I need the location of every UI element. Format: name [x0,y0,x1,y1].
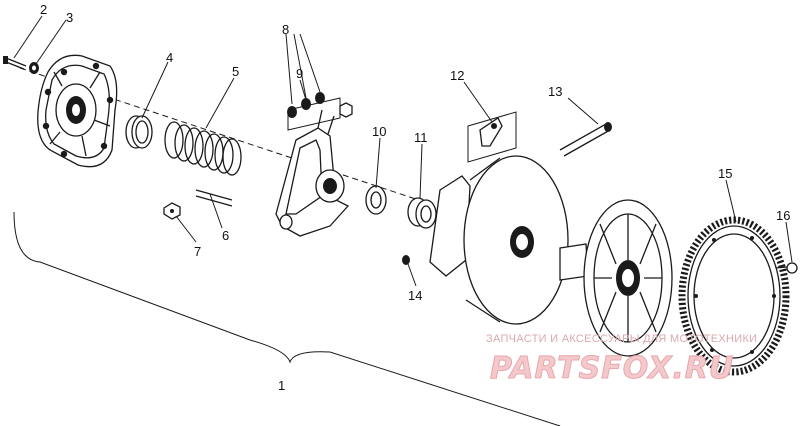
part-6-pin [195,189,233,207]
callout-13: 13 [548,84,562,99]
drive-pulley-sheave [429,155,569,325]
part-2-bolt [3,56,27,70]
callout-12: 12 [450,68,464,83]
part-8-9-fasteners [287,92,353,131]
callout-5: 5 [232,64,239,79]
watermark-brand: PARTSFOX.RU [490,351,734,386]
part-15-ring-gear [678,216,790,376]
part-5-spring [164,121,242,176]
callout-11: 11 [414,130,428,145]
part-13-bolt [559,122,612,157]
part-12-clip [467,111,517,163]
callout-8: 8 [282,22,289,37]
part-16-bolt [775,262,798,274]
callout-9: 9 [296,66,303,81]
assembly-bracket [13,211,561,426]
callout-4: 4 [166,50,173,65]
watermark-tagline: ЗАПЧАСТИ И АКСЕССУАРЫ ДЛЯ МОТОТЕХНИКИ [486,333,757,345]
callout-10: 10 [372,124,386,139]
part-10-washer [365,185,387,215]
watermark: ЗАПЧАСТИ И АКСЕССУАРЫ ДЛЯ МОТОТЕХНИКИ PA… [486,333,757,387]
part-14-screw [402,255,410,265]
part-11-bushing [407,197,437,229]
part-7-nut [163,202,181,220]
part-4-bushing [125,115,153,149]
part-3-washer [29,62,39,74]
spider-cover-plate [37,54,118,168]
callout-3: 3 [66,10,73,25]
callout-16: 16 [776,208,790,223]
fixed-sheave-wheel [559,199,673,357]
callout-2: 2 [40,2,47,17]
callout-15: 15 [718,166,732,181]
callout-1: 1 [278,378,285,393]
callout-7: 7 [194,244,201,259]
leader-lines [13,15,793,287]
callout-labels: 2 3 4 5 6 7 8 9 10 11 12 13 14 15 16 1 [40,2,790,393]
callout-6: 6 [222,228,229,243]
callout-14: 14 [408,288,422,303]
roller-arm-assembly [275,109,350,237]
